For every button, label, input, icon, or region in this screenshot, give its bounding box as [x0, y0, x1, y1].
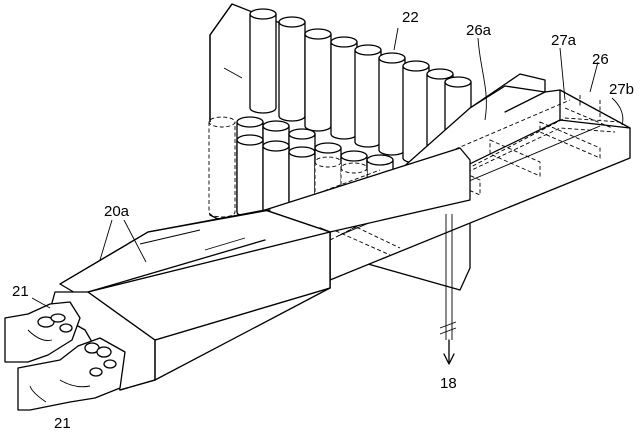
roll-cylinder [208, 122, 236, 218]
roll-cylinder-top [304, 28, 332, 40]
roll-cylinder-top [366, 154, 394, 166]
roll-cylinder-top [288, 146, 316, 158]
label-21-upper: 21 [12, 283, 29, 300]
output-pipe [439, 214, 457, 365]
roll-cylinder-top [236, 134, 264, 146]
label-22: 22 [402, 9, 419, 26]
roll-cylinder-top [340, 150, 368, 162]
roll-cylinder [354, 50, 382, 148]
roll-cylinder-top [314, 156, 342, 168]
roll-cylinder-top [262, 140, 290, 152]
roll-cylinder-top [378, 52, 406, 64]
label-27b: 27b [609, 81, 634, 98]
roll-cylinder [278, 22, 306, 122]
roll-cylinder-top [426, 68, 454, 80]
label-20a: 20a [104, 203, 130, 220]
roll-cylinder-top [340, 162, 368, 174]
roll-cylinder-top [354, 44, 382, 56]
roll-cylinder [378, 58, 406, 156]
label-27a: 27a [551, 32, 577, 49]
roll-cylinder [330, 42, 358, 140]
label-26: 26 [592, 51, 609, 68]
roll-cylinder-top [262, 120, 290, 132]
roll-cylinder [249, 14, 277, 114]
roll-cylinder-top [402, 60, 430, 72]
roll-cylinder-top [330, 36, 358, 48]
upper-hand [4, 301, 81, 363]
roll-cylinder [304, 34, 332, 132]
roll-cylinder-top [249, 8, 277, 20]
roll-cylinder-top [236, 116, 264, 128]
roll-cylinder-top [278, 16, 306, 28]
lower-hand [17, 337, 126, 411]
roll-cylinder-top [288, 128, 316, 140]
roll-cylinder-top [444, 76, 472, 88]
roll-cylinder [236, 140, 264, 218]
upper-cylinders [249, 8, 472, 176]
label-26a: 26a [466, 22, 492, 39]
label-21-lower: 21 [54, 415, 71, 432]
leader-lines [29, 27, 624, 403]
label-18: 18 [440, 375, 457, 392]
roll-cylinder-top [208, 116, 236, 128]
roll-cylinder-top [314, 142, 342, 154]
